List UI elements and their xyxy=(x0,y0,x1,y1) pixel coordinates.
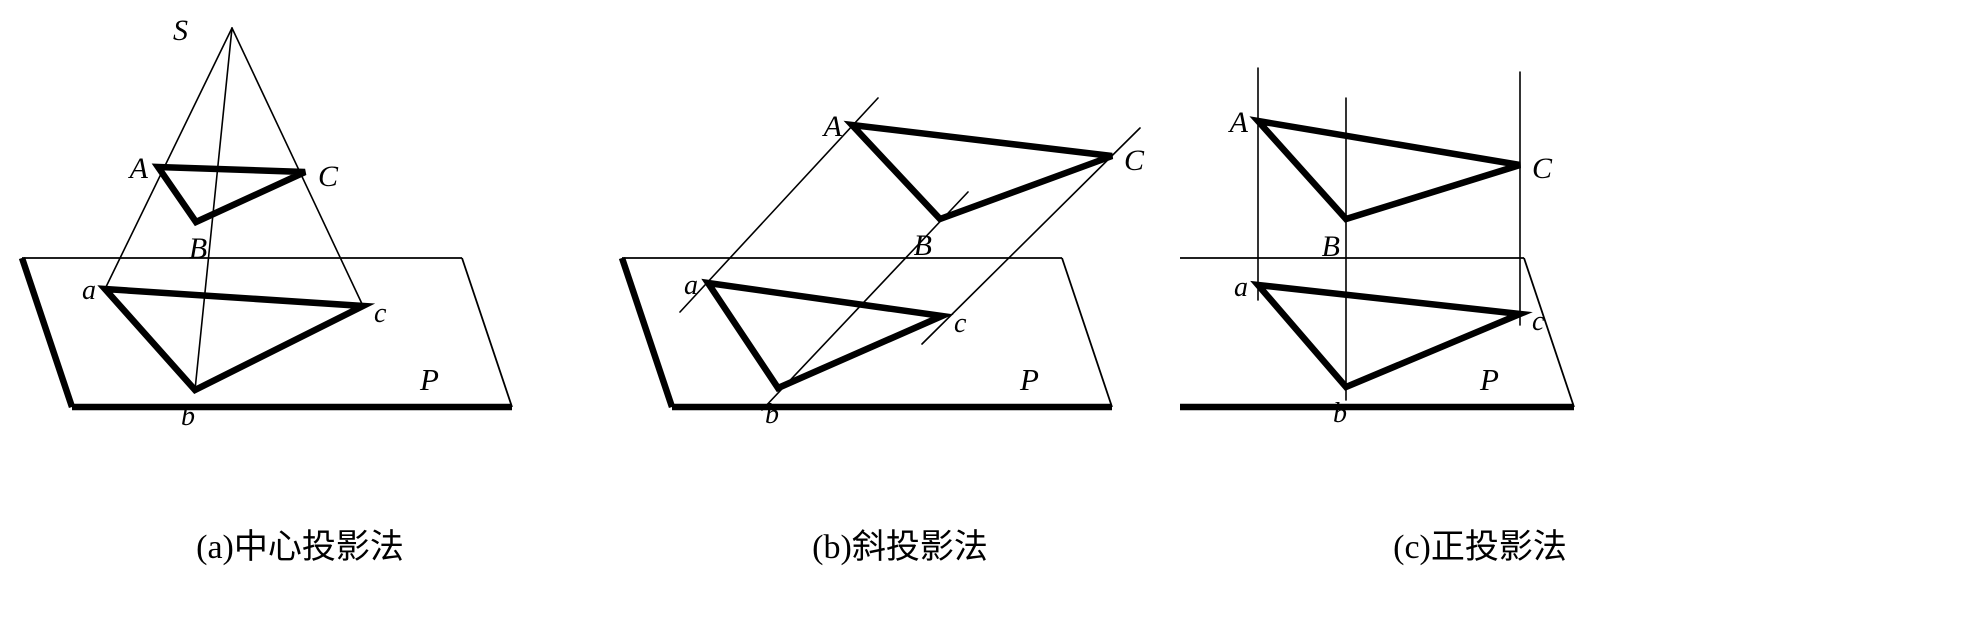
label-B: B xyxy=(189,232,207,265)
panel-oblique-projection: A B C a b c P xyxy=(618,97,1145,430)
label-c: c xyxy=(374,298,387,329)
image-triangle-abc xyxy=(701,278,954,393)
plane-edge-right xyxy=(461,257,513,408)
label-b: b xyxy=(181,401,195,432)
object-triangle-abc xyxy=(151,163,307,227)
label-B: B xyxy=(1322,230,1340,263)
projection-plane-c xyxy=(1180,257,1575,411)
label-b: b xyxy=(1333,398,1347,429)
label-a: a xyxy=(684,270,698,301)
label-A: A xyxy=(1228,106,1249,139)
label-c: c xyxy=(1532,306,1545,337)
label-a: a xyxy=(82,275,96,306)
label-c: c xyxy=(954,308,967,339)
label-A: A xyxy=(822,110,843,143)
image-triangle-abc xyxy=(1250,280,1533,391)
label-plane-P: P xyxy=(419,362,439,397)
caption-c: (c)正投影法 xyxy=(1393,529,1567,566)
label-C: C xyxy=(1124,144,1145,177)
image-triangle-abc xyxy=(97,285,376,395)
label-plane-P: P xyxy=(1019,362,1039,397)
projection-plane-b xyxy=(618,256,1113,411)
label-A: A xyxy=(128,152,149,185)
panel-orthographic-projection: A B C a b c P xyxy=(1180,67,1575,429)
label-b: b xyxy=(765,399,779,430)
ray-A-a xyxy=(679,97,879,313)
ray-B-b xyxy=(761,191,969,411)
projection-rays-b xyxy=(679,97,1141,411)
ray-S-c xyxy=(231,27,364,307)
plane-edge-right xyxy=(1523,257,1575,408)
label-S: S xyxy=(173,14,188,47)
object-triangle-abc xyxy=(843,120,1114,223)
ray-C-c xyxy=(921,127,1141,345)
plane-edge-left xyxy=(618,256,676,409)
object-triangle-abc xyxy=(1249,116,1521,223)
label-a: a xyxy=(1234,272,1248,303)
plane-edge-left xyxy=(18,256,76,409)
ray-S-a xyxy=(104,27,233,290)
ray-S-b xyxy=(194,27,233,391)
projection-plane-a xyxy=(18,256,513,411)
caption-b: (b)斜投影法 xyxy=(812,529,988,566)
plane-edge-right xyxy=(1061,257,1113,408)
label-C: C xyxy=(318,160,339,193)
projection-rays-a xyxy=(104,27,364,391)
label-plane-P: P xyxy=(1479,362,1499,397)
label-C: C xyxy=(1532,152,1553,185)
projection-rays-c xyxy=(1257,67,1521,401)
caption-row: (a)中心投影法 (b)斜投影法 (c)正投影法 xyxy=(0,528,1974,626)
panel-central-projection: S A B C a b c P xyxy=(18,14,513,432)
label-B: B xyxy=(914,229,932,262)
caption-a: (a)中心投影法 xyxy=(196,529,404,566)
